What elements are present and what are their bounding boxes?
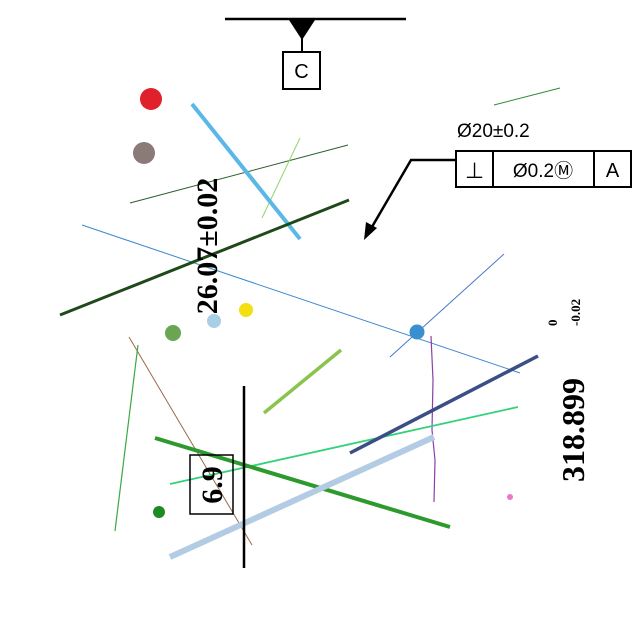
- boxed-dimension-frame: [189, 454, 234, 515]
- line-navy: [349, 354, 539, 455]
- blue-dot: [409, 324, 425, 340]
- thin-line-blue-short: [389, 253, 505, 358]
- line-mint: [169, 406, 519, 485]
- grey-dot: [133, 142, 155, 164]
- line-green-thick: [154, 436, 451, 529]
- thin-line-green-vertical: [114, 344, 139, 532]
- dimension-right: 318.899 0 -0.02: [545, 299, 591, 482]
- boxed-dimension: 6.9: [196, 466, 229, 504]
- thin-line-brown: [128, 336, 253, 546]
- fcf-datum-ref: A: [606, 160, 620, 182]
- light-blue-dot: [207, 314, 221, 328]
- pink-dot: [507, 494, 513, 500]
- thin-line-blue-long: [81, 224, 521, 374]
- fcf-frame: [455, 150, 632, 188]
- dark-green-dot: [153, 506, 165, 518]
- red-dot: [140, 88, 162, 110]
- fcf-top-tolerance: Ø20±0.2: [457, 121, 530, 142]
- line-sky-blue: [190, 102, 302, 241]
- fcf-perpendicularity-symbol: ⊥: [465, 158, 484, 183]
- thin-line-light-green-diagonal: [261, 137, 301, 219]
- thin-line-purple: [430, 335, 436, 503]
- datum-box: [282, 51, 321, 90]
- fcf-tolerance-value: Ø0.2Ⓜ: [513, 160, 573, 182]
- line-lime: [262, 348, 343, 415]
- line-light-steel: [168, 434, 436, 560]
- leader-arrow-icon: [364, 222, 377, 240]
- dimension-right-lower-tol: -0.02: [568, 299, 583, 326]
- green-dot: [165, 325, 181, 341]
- thin-line-dark-green-upper: [129, 144, 349, 204]
- line-dark-green: [59, 198, 350, 317]
- dimension-right-main: 318.899: [555, 378, 591, 482]
- datum-label: C: [294, 61, 308, 83]
- dimension-left: 26.07±0.02: [191, 178, 224, 314]
- yellow-dot: [239, 303, 253, 317]
- fcf-leader: [367, 158, 456, 233]
- dimension-right-upper-tol: 0: [545, 320, 560, 327]
- datum-triangle-icon: [289, 20, 315, 40]
- thin-line-green-top-right: [493, 87, 561, 106]
